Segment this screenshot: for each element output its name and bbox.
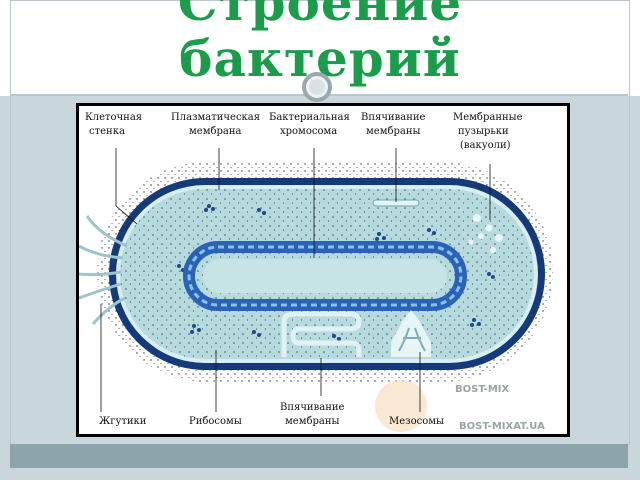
chromosome-inner [203, 259, 447, 293]
label-flagella: Жгутики [99, 416, 147, 427]
label-vesicles-3: (вакуоли) [460, 140, 511, 151]
bacteria-diagram: BOST-MIX BOST-MIXAT.UA Клеточная стенка … [79, 106, 567, 434]
watermark-logo-icon [375, 380, 427, 432]
label-invagination-top-1: Впячивание [361, 112, 426, 123]
label-cell-wall-2: стенка [89, 126, 125, 137]
label-plasma-membrane-1: Плазматическая [171, 112, 260, 123]
label-ribosomes: Рибосомы [189, 416, 242, 427]
flagella-shape [79, 215, 128, 325]
ribosome-clusters [177, 204, 495, 341]
ring-ornament-icon [302, 72, 332, 102]
slide-footer-bar [10, 444, 628, 468]
title-line-1: Строение [177, 0, 463, 32]
label-chromosome-1: Бактериальная [269, 112, 350, 123]
chromosome-strand [187, 245, 463, 307]
label-vesicles-2: пузырьки [458, 126, 509, 137]
leader-lines [100, 148, 491, 412]
label-invagination-top-2: мембраны [366, 126, 421, 137]
label-invagination-bottom-2: мембраны [285, 416, 340, 427]
watermark-brand: BOST-MIX [455, 384, 509, 395]
label-cell-wall-1: Клеточная [85, 112, 142, 123]
label-vesicles-1: Мембранные [453, 112, 523, 123]
label-plasma-membrane-2: мембрана [189, 126, 242, 137]
vesicles-shape [468, 214, 503, 253]
label-chromosome-2: хромосома [280, 126, 337, 137]
watermark-url: BOST-MIXAT.UA [459, 421, 545, 432]
bacteria-diagram-svg: BOST-MIX BOST-MIXAT.UA Клеточная стенка … [79, 112, 553, 432]
mesosome-folds [398, 327, 426, 352]
label-invagination-bottom-1: Впячивание [280, 402, 345, 413]
bottom-invagination-shape [281, 311, 362, 357]
label-mesosomes: Мезосомы [389, 416, 444, 427]
